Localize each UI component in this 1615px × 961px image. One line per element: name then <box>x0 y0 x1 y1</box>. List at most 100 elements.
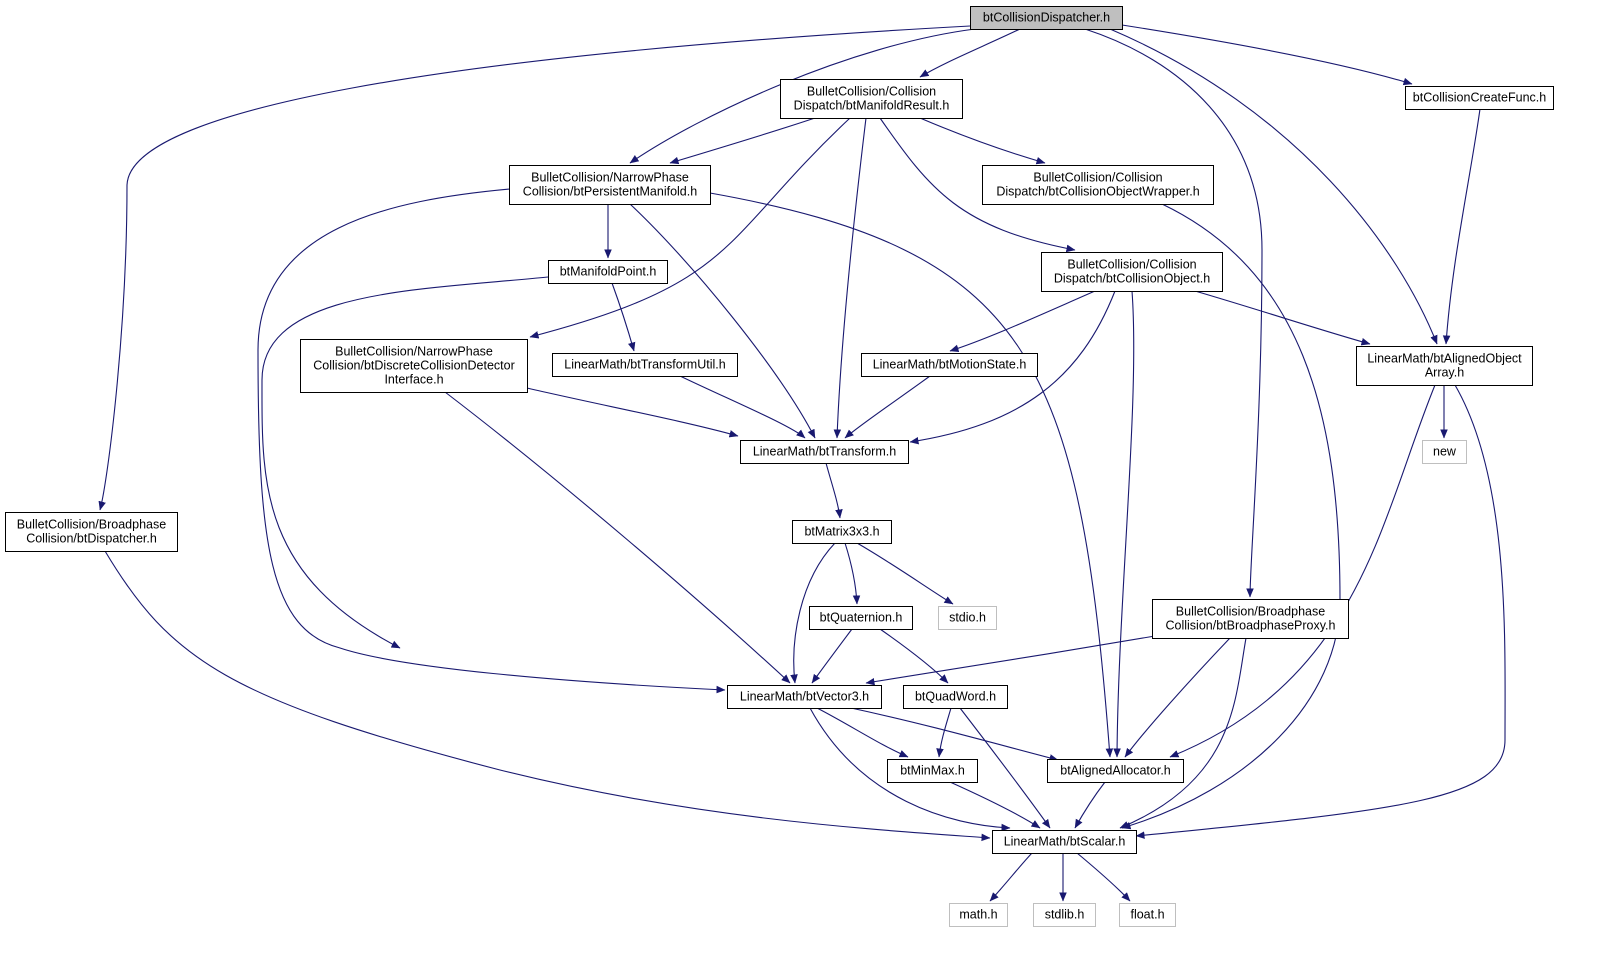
node-collision-object[interactable]: BulletCollision/CollisionDispatch/btColl… <box>1041 252 1223 292</box>
node-box <box>727 685 882 709</box>
node-box <box>970 6 1123 30</box>
node-box <box>1152 599 1349 639</box>
node-broadphase-proxy[interactable]: BulletCollision/BroadphaseCollision/btBr… <box>1152 599 1349 639</box>
node-vector3[interactable]: LinearMath/btVector3.h <box>727 685 882 709</box>
node-scalar[interactable]: LinearMath/btScalar.h <box>992 830 1137 854</box>
node-label: btManifoldPoint.h <box>560 265 657 279</box>
edge-minmax-to-scalar <box>949 781 1041 829</box>
node-label: LinearMath/btVector3.h <box>740 690 869 704</box>
node-aligned-allocator[interactable]: btAlignedAllocator.h <box>1047 759 1184 783</box>
edge-persistent-manifold-to-transform <box>629 203 816 439</box>
node-discrete-detector[interactable]: BulletCollision/NarrowPhaseCollision/btD… <box>300 339 528 393</box>
node-label: Collision/btDispatcher.h <box>26 532 157 546</box>
node-label: float.h <box>1130 908 1164 922</box>
node-label: LinearMath/btTransformUtil.h <box>564 358 725 372</box>
node-create-func[interactable]: btCollisionCreateFunc.h <box>1405 86 1554 110</box>
edge-quaternion-to-vector3 <box>811 628 853 684</box>
node-stdlib: stdlib.h <box>1033 903 1096 927</box>
node-box <box>5 512 178 552</box>
node-label: Dispatch/btManifoldResult.h <box>794 99 950 113</box>
node-label: Collision/btBroadphaseProxy.h <box>1165 619 1335 633</box>
node-label: Array.h <box>1425 366 1464 380</box>
dependency-edges <box>98 24 1506 902</box>
node-label: BulletCollision/NarrowPhase <box>531 171 689 185</box>
node-label: math.h <box>959 908 997 922</box>
node-dispatcher[interactable]: BulletCollision/BroadphaseCollision/btDi… <box>5 512 178 552</box>
node-box <box>1422 440 1467 464</box>
edge-motion-state-to-transform <box>844 375 931 439</box>
edge-aligned-allocator-to-scalar <box>1074 781 1106 829</box>
node-box <box>1041 252 1223 292</box>
node-box <box>938 606 997 630</box>
edge-collision-object-to-aligned-allocator <box>1113 290 1135 758</box>
node-manifold-point[interactable]: btManifoldPoint.h <box>548 260 668 284</box>
node-label: new <box>1433 445 1457 459</box>
node-persistent-manifold[interactable]: BulletCollision/NarrowPhaseCollision/btP… <box>509 165 711 205</box>
node-transform-util[interactable]: LinearMath/btTransformUtil.h <box>552 353 738 377</box>
edge-transform-util-to-transform <box>679 375 806 439</box>
edge-broadphase-proxy-to-aligned-allocator <box>1124 637 1231 758</box>
node-object-wrapper[interactable]: BulletCollision/CollisionDispatch/btColl… <box>982 165 1214 205</box>
edge-root-to-broadphase-proxy <box>1084 28 1263 598</box>
edge-vector3-to-minmax <box>816 707 909 758</box>
node-label: Collision/btDiscreteCollisionDetector <box>313 359 514 373</box>
node-box <box>1405 86 1554 110</box>
node-label: LinearMath/btMotionState.h <box>873 358 1027 372</box>
edge-persistent-manifold-to-vector3 <box>257 188 726 694</box>
node-label: BulletCollision/Collision <box>1067 258 1196 272</box>
edge-scalar-to-math <box>989 852 1033 902</box>
edge-discrete-detector-to-vector3 <box>444 391 791 684</box>
node-quadword[interactable]: btQuadWord.h <box>903 685 1008 709</box>
edge-manifold-result-to-object-wrapper <box>919 117 1046 165</box>
edge-vector3-to-scalar <box>809 707 1011 832</box>
node-label: btMinMax.h <box>900 764 965 778</box>
node-label: LinearMath/btTransform.h <box>753 445 896 459</box>
edge-scalar-to-float <box>1076 852 1131 902</box>
node-label: Interface.h <box>384 373 443 387</box>
node-box <box>887 759 978 783</box>
node-box <box>1356 346 1533 386</box>
edge-create-func-to-aligned-object-array <box>1442 108 1481 345</box>
node-label: btCollisionDispatcher.h <box>983 11 1110 25</box>
node-box <box>949 903 1008 927</box>
edge-root-to-manifold-result <box>919 28 1021 78</box>
node-transform[interactable]: LinearMath/btTransform.h <box>740 440 909 464</box>
edge-manifold-point-to-transform-util <box>611 282 636 352</box>
node-box <box>780 79 963 119</box>
edge-manifold-result-to-persistent-manifold <box>669 117 816 165</box>
node-box <box>792 520 892 544</box>
node-label: BulletCollision/Collision <box>1033 171 1162 185</box>
node-matrix3x3[interactable]: btMatrix3x3.h <box>792 520 892 544</box>
node-label: btMatrix3x3.h <box>804 525 879 539</box>
edge-root-to-dispatcher <box>98 25 971 511</box>
node-label: LinearMath/btScalar.h <box>1004 835 1126 849</box>
edge-collision-object-to-transform <box>909 290 1116 445</box>
node-quaternion[interactable]: btQuaternion.h <box>809 606 913 630</box>
node-stdio: stdio.h <box>938 606 997 630</box>
edge-quadword-to-scalar <box>959 707 1051 829</box>
node-box <box>1119 903 1176 927</box>
edge-aligned-object-array-to-aligned-allocator <box>1169 384 1436 758</box>
node-root[interactable]: btCollisionDispatcher.h <box>970 6 1123 30</box>
edge-quaternion-to-quadword <box>879 628 949 684</box>
edge-aligned-object-array-to-scalar <box>1135 384 1506 839</box>
node-motion-state[interactable]: LinearMath/btMotionState.h <box>861 353 1038 377</box>
node-box <box>1047 759 1184 783</box>
file-nodes: btCollisionDispatcher.hBulletCollision/C… <box>5 6 1554 927</box>
node-label: BulletCollision/NarrowPhase <box>335 345 493 359</box>
node-label: btQuadWord.h <box>915 690 996 704</box>
edge-broadphase-proxy-to-scalar <box>1119 637 1247 829</box>
node-label: Dispatch/btCollisionObjectWrapper.h <box>996 185 1199 199</box>
edge-collision-object-to-motion-state <box>949 290 1096 352</box>
node-box <box>552 353 738 377</box>
node-math: math.h <box>949 903 1008 927</box>
edge-object-wrapper-to-scalar <box>1121 203 1341 830</box>
edge-matrix3x3-to-quaternion <box>844 542 861 605</box>
edge-dispatcher-to-scalar <box>104 550 991 842</box>
node-label: btQuaternion.h <box>820 611 903 625</box>
node-minmax[interactable]: btMinMax.h <box>887 759 978 783</box>
node-manifold-result[interactable]: BulletCollision/CollisionDispatch/btMani… <box>780 79 963 119</box>
node-box <box>809 606 913 630</box>
